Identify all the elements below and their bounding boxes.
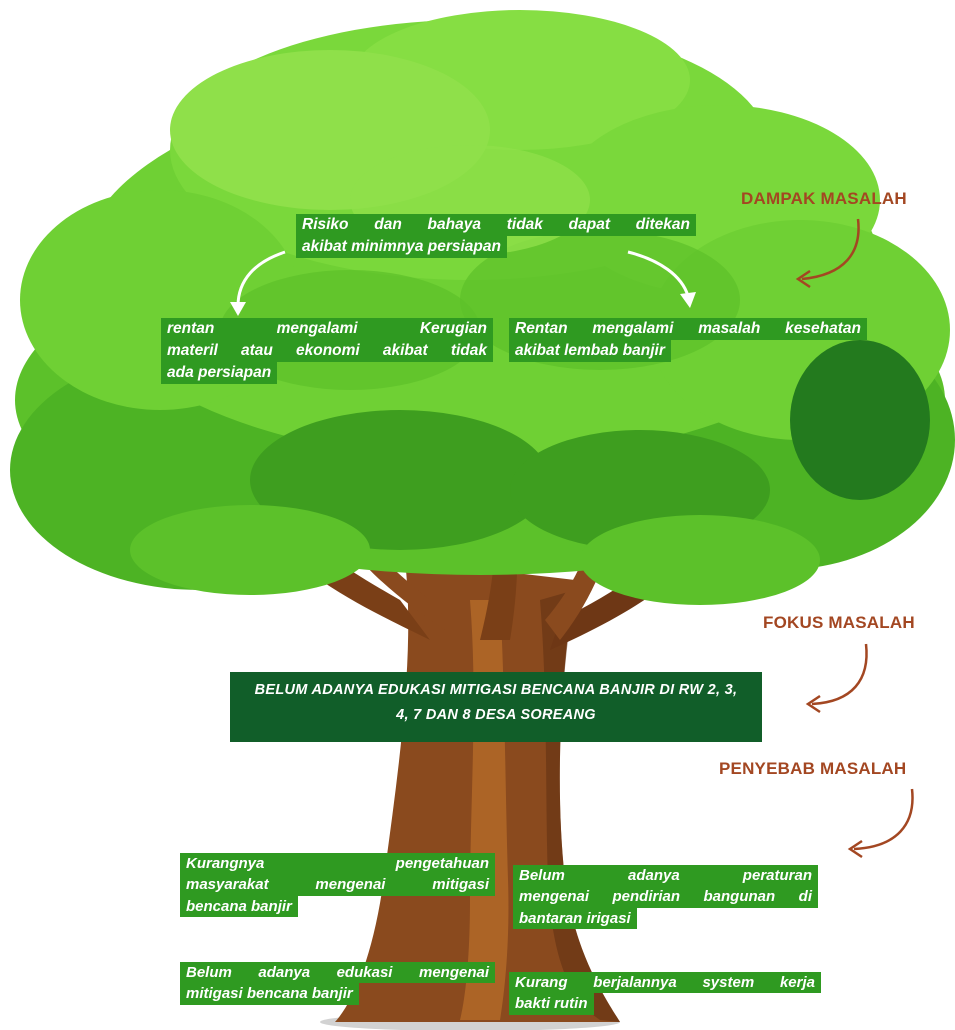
branch-left (236, 470, 430, 640)
arrow-to-right-impact-head (680, 292, 696, 308)
cause-3-line-1: Belum adanya edukasi mengenai (180, 962, 495, 984)
arrow-penyebab-icon (847, 788, 914, 859)
cause-3-line-2: mitigasi bencana banjir (180, 983, 359, 1005)
branch-left-mid (320, 470, 445, 630)
cause-box-1: Kurangnya pengetahuan masyarakat mengena… (180, 853, 495, 917)
canopy (10, 10, 955, 605)
arrow-to-left-impact-head (230, 302, 246, 316)
impact-box-left: rentan mengalami Kerugian materil atau e… (161, 318, 493, 384)
impact-box-top: Risiko dan bahaya tidak dapat ditekan ak… (296, 214, 696, 258)
cause-4-line-1: Kurang berjalannya system kerja (509, 972, 821, 994)
focus-line-2: 4, 7 DAN 8 DESA SOREANG (396, 706, 596, 723)
impact-top-line-2: akibat minimnya persiapan (296, 236, 507, 258)
cause-box-3: Belum adanya edukasi mengenai mitigasi b… (180, 962, 495, 1005)
impact-top-line-1: Risiko dan bahaya tidak dapat ditekan (296, 214, 696, 236)
arrow-to-left-impact (236, 250, 286, 307)
impact-left-line-3: ada persiapan (161, 362, 278, 384)
impact-left-line-1: rentan mengalami Kerugian (161, 318, 493, 340)
arrow-to-right-impact (627, 250, 690, 297)
cause-1-line-3: bencana banjir (180, 895, 298, 917)
focus-line-1: BELUM ADANYA EDUKASI MITIGASI BENCANA BA… (254, 682, 738, 698)
cause-2-line-2: mengenai pendirian bangunan di (513, 886, 818, 908)
impact-right-line-1: Rentan mengalami masalah kesehatan (509, 318, 867, 340)
cause-1-line-2: masyarakat mengenai mitigasi (180, 874, 495, 896)
impact-box-right: Rentan mengalami masalah kesehatan akiba… (509, 318, 867, 362)
cause-2-line-3: bantaran irigasi (513, 907, 637, 929)
cause-box-4: Kurang berjalannya system kerja bakti ru… (509, 972, 821, 1015)
cause-1-line-1: Kurangnya pengetahuan (180, 853, 495, 875)
branch-right (550, 480, 740, 650)
cause-4-line-2: bakti rutin (509, 993, 594, 1015)
cause-box-2: Belum adanya peraturan mengenai pendiria… (513, 865, 818, 929)
label-fokus-masalah: FOKUS MASALAH (763, 613, 915, 632)
cause-2-line-1: Belum adanya peraturan (513, 865, 818, 887)
label-dampak-masalah: DAMPAK MASALAH (741, 189, 907, 208)
arrow-fokus-icon (805, 643, 868, 714)
focus-problem-box: BELUM ADANYA EDUKASI MITIGASI BENCANA BA… (230, 672, 762, 742)
impact-right-line-2: akibat lembab banjir (509, 340, 671, 362)
label-penyebab-masalah: PENYEBAB MASALAH (719, 759, 907, 778)
impact-left-line-2: materil atau ekonomi akibat tidak (161, 340, 493, 362)
arrow-dampak-icon (795, 218, 860, 289)
